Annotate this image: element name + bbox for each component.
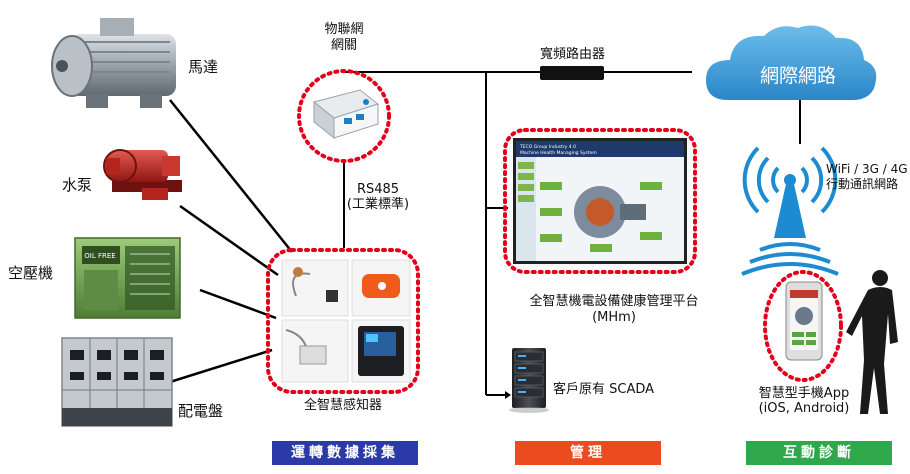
band-diagnosis: 互動診斷 — [746, 441, 892, 465]
app-label-line1: 智慧型手機App — [758, 386, 850, 401]
platform-screen-title: TECO Group Industry 4.0 — [519, 144, 576, 150]
app-label-line2: (iOS, Android) — [758, 401, 850, 416]
cloud-label: 網際網路 — [759, 65, 836, 87]
rs485-label-line1: RS485 — [356, 182, 400, 197]
scada-label: 客戶原有 SCADA — [553, 382, 655, 397]
platform-highlight — [503, 128, 697, 274]
wireless-label-line2: 行動通訊網路 — [826, 177, 899, 191]
switchboard-icon — [61, 337, 173, 427]
signal-tower-icon — [741, 146, 839, 276]
pump-icon — [103, 149, 182, 200]
router-icon — [540, 66, 604, 80]
platform-screen-subtitle: Machine Health Managing System — [520, 150, 597, 156]
gateway-icon — [312, 89, 380, 140]
platform-label-line1: 全智慧機電設備健康管理平台 — [529, 294, 699, 309]
compressor-icon: OIL FREE — [74, 237, 181, 319]
server-icon — [509, 348, 549, 413]
monitor-icon: TECO Group Industry 4.0 Machine Health M… — [513, 138, 687, 264]
wireless-label-line1: WiFi / 3G / 4G — [826, 162, 908, 176]
svg-text:OIL FREE: OIL FREE — [84, 252, 115, 260]
equipment-links — [169, 99, 293, 384]
band-management: 管理 — [515, 441, 661, 465]
gateway-label-line2: 網關 — [330, 38, 357, 53]
cloud-icon — [706, 25, 877, 101]
sensor-box-highlight — [266, 248, 420, 394]
gateway-label-line1: 物聯網 — [324, 22, 364, 37]
motor-icon — [51, 18, 176, 108]
rs485-label-line2: (工業標準) — [346, 197, 410, 212]
app-highlight — [763, 270, 843, 382]
smartphone-icon — [785, 281, 823, 361]
band-collection: 運轉數據採集 — [272, 441, 418, 465]
sensors-label: 全智慧感知器 — [303, 398, 382, 413]
router-label: 寬頻路由器 — [540, 47, 606, 62]
network-links — [343, 71, 801, 396]
motor-label: 馬達 — [188, 58, 219, 76]
switchboard-label: 配電盤 — [178, 402, 224, 420]
gateway-highlight — [297, 69, 391, 163]
compressor-label: 空壓機 — [8, 264, 54, 282]
sensor-icon — [281, 259, 411, 383]
platform-label-line2: (MHm) — [592, 310, 636, 325]
pump-label: 水泵 — [62, 176, 93, 194]
person-icon — [846, 270, 898, 414]
